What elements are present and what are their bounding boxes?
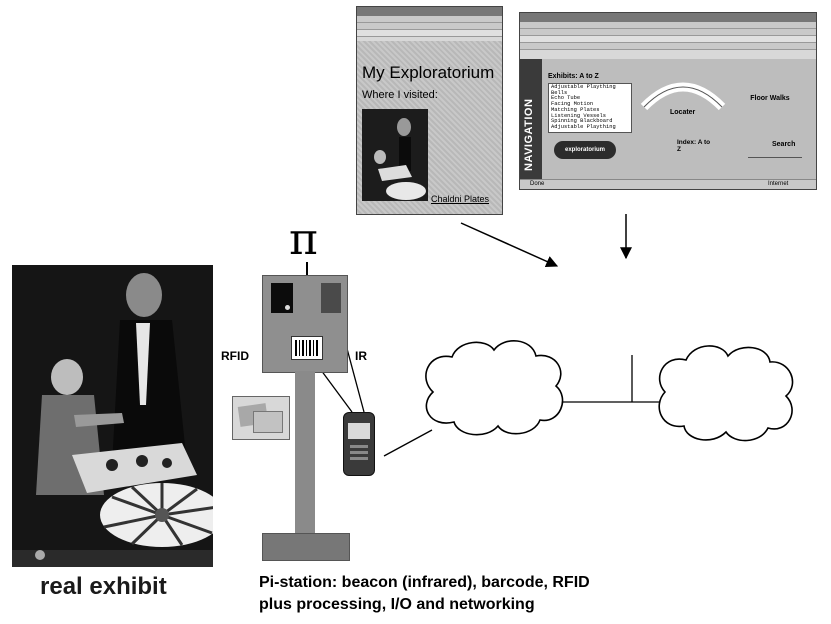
exhibit-item[interactable]: Echo Tube: [551, 95, 581, 102]
navigation-sidebar: NAVIGATION: [520, 59, 542, 179]
exhibit-item[interactable]: Listening Vessels: [551, 112, 606, 119]
exhibit-item[interactable]: Bells: [551, 89, 568, 96]
status-text: Done: [530, 181, 545, 187]
browser-window-right: NAVIGATION Exhibits: A to Z Adjustable P…: [519, 12, 817, 190]
zone-text: Internet: [768, 181, 789, 187]
toolbar: [520, 29, 816, 36]
window-titlebar: [520, 13, 816, 22]
locator-label[interactable]: Locater: [670, 109, 696, 116]
exhibit-thumbnail: [362, 109, 428, 201]
real-exhibit-photo: [12, 265, 213, 567]
exhibit-item[interactable]: Spinning Blackboard: [551, 118, 613, 125]
barcode-icon: [291, 336, 323, 360]
window-titlebar: [357, 7, 502, 16]
pi-station-box: [262, 275, 348, 373]
links-bar: [520, 43, 816, 50]
page-subtitle: Where I visited:: [362, 89, 438, 101]
menu-bar: [357, 16, 502, 23]
search-field[interactable]: [748, 157, 802, 158]
search-label[interactable]: Search: [772, 141, 796, 148]
pi-station-caption-line2: plus processing, I/O and networking: [259, 596, 535, 613]
pi-station-base: [262, 533, 350, 561]
index-label[interactable]: Index: A to Z: [677, 139, 711, 153]
network-cloud-right: [658, 345, 794, 442]
pi-station-pole: [295, 371, 315, 533]
page-content: NAVIGATION Exhibits: A to Z Adjustable P…: [520, 59, 816, 179]
page-content: My Exploratorium Where I visited: Chaldn…: [357, 41, 502, 214]
pi-symbol: π: [289, 214, 318, 265]
real-exhibit-caption: real exhibit: [40, 573, 167, 600]
ir-label: IR: [355, 349, 367, 363]
exhibit-item[interactable]: Matching Plates: [551, 106, 600, 113]
ir-panel: [321, 283, 341, 313]
pi-stem: [306, 262, 308, 276]
arrow-left-browser: [460, 222, 559, 268]
browser-window-left: My Exploratorium Where I visited: Chaldn…: [356, 6, 503, 215]
device-network-link: [383, 429, 433, 457]
beacon-panel: [271, 283, 293, 313]
exhibit-item[interactable]: Adjustable Plaything: [551, 123, 616, 130]
exhibit-link[interactable]: Chaldni Plates: [431, 194, 490, 204]
page-title: My Exploratorium: [362, 63, 495, 82]
exhibit-list[interactable]: Adjustable Plaything Bells Echo Tube Fac…: [548, 83, 632, 133]
address-bar: [520, 36, 816, 43]
rfid-label: RFID: [221, 349, 249, 363]
address-bar: [357, 30, 502, 37]
handheld-device-icon: [343, 412, 375, 476]
toolbar: [357, 23, 502, 30]
exhibit-item[interactable]: Facing Motion: [551, 101, 594, 108]
menu-bar: [520, 22, 816, 29]
status-bar: Done Internet: [520, 179, 816, 189]
exhibit-item[interactable]: Adjustable Plaything: [551, 84, 616, 90]
network-cloud-left: [425, 340, 564, 436]
ir-line-bottom: [317, 365, 353, 413]
exhibits-heading: Exhibits: A to Z: [548, 73, 599, 80]
locator-arc-icon[interactable]: [638, 73, 728, 113]
floor-walks-label[interactable]: Floor Walks: [750, 95, 790, 102]
pi-station-caption-line1: Pi-station: beacon (infrared), barcode, …: [259, 574, 590, 591]
rfid-card-icon: [232, 396, 290, 440]
real-exhibit-illustration: [12, 265, 213, 567]
exploratorium-logo[interactable]: exploratorium: [554, 141, 616, 159]
